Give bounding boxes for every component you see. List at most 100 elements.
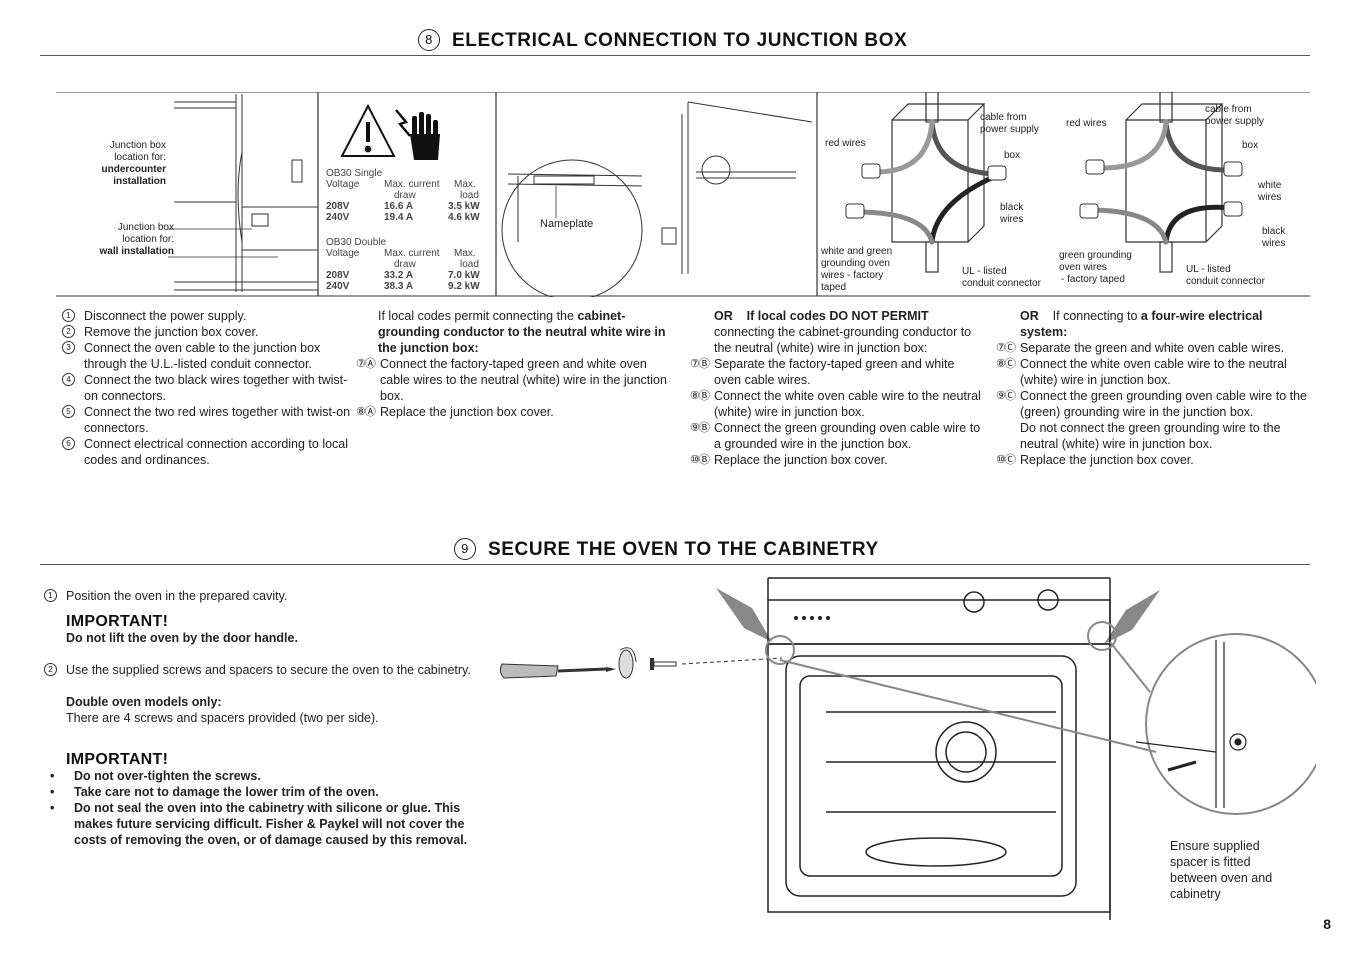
important-text-1: Do not lift the oven by the door handle. (66, 631, 298, 645)
spec-cell: 240V (326, 212, 350, 223)
wire-label-line: black (1000, 202, 1024, 213)
nameplate-label: Nameplate (540, 218, 594, 230)
col-b-intro-2: connecting the cabinet-grounding conduct… (714, 325, 972, 355)
bullet-item: Take care not to damage the lower trim o… (44, 784, 482, 800)
jb-location-wall: Junction box location for: wall installa… (86, 222, 174, 258)
col-a-intro-2: cabinet-grounding conductor to the neutr… (378, 309, 666, 355)
step-tag: ⑩Ⓑ (690, 454, 710, 466)
step-text: Connect the oven cable to the junction b… (84, 341, 321, 371)
col-c-step-9: ⑨Ⓒ Connect the green grounding oven cable… (996, 388, 1310, 420)
spacer-icon (618, 647, 637, 679)
step-number: 1 (44, 589, 57, 602)
wire-label-line: cable from (980, 112, 1027, 123)
box-label: box (1004, 150, 1021, 161)
spec-cell: 16.6 A (384, 201, 414, 212)
step-text: Remove the junction box cover. (84, 325, 259, 339)
spec-col: load (460, 190, 479, 201)
spec-row: 240V 38.3 A 9.2 kW (326, 281, 492, 292)
spec-cell: 208V (326, 201, 350, 212)
important-heading-1: IMPORTANT! (66, 613, 169, 630)
step-text: Connect the green grounding oven cable w… (714, 421, 981, 451)
important-heading-2: IMPORTANT! (66, 751, 169, 768)
spec-row: 240V 19.4 A 4.6 kW (326, 212, 492, 223)
step-tag: ⑧Ⓑ (690, 390, 710, 402)
wire-label-line: conduit connector (962, 278, 1041, 289)
spacer-note-line: spacer is fitted (1170, 855, 1251, 869)
step-text: Connect the two red wires together with … (84, 405, 351, 435)
box-label-2: box (1242, 140, 1259, 151)
step-text: Connect the two black wires together wit… (84, 373, 348, 403)
spec-header: Voltage Max. current Max. (326, 248, 492, 259)
spec-col: Max. (454, 179, 476, 190)
wire-label-line: wires (1262, 238, 1286, 249)
col-a-intro: If local codes permit connecting the cab… (356, 308, 668, 356)
wire-label-line: taped (821, 282, 847, 293)
step-number: 3 (62, 341, 75, 354)
spec-cell: 33.2 A (384, 270, 414, 281)
double-oven-text: There are 4 screws and spacers provided … (66, 711, 379, 725)
spec-model: OB30 Double (326, 237, 387, 248)
screwdriver-icon (499, 663, 616, 679)
spec-table-double: OB30 Double Voltage Max. current Max. dr… (326, 237, 492, 292)
important-bullets: Do not over-tighten the screws. Take car… (44, 768, 482, 848)
oven-drawing (499, 577, 1327, 920)
wire-label-line: white and green (821, 246, 893, 257)
spec-header: Voltage Max. current Max. (326, 179, 492, 190)
section-8-title-text: ELECTRICAL CONNECTION TO JUNCTION BOX (452, 30, 908, 51)
wire-label-line: cable from (1205, 104, 1252, 115)
wire-label-line: wires (1258, 192, 1282, 203)
spec-row: 208V 16.6 A 3.5 kW (326, 201, 492, 212)
jb-label-line: installation (113, 176, 166, 187)
step-number: 2 (44, 663, 57, 676)
wire-label-line: wires - factory (821, 270, 884, 281)
section-9-number: 9 (454, 538, 476, 560)
section-9-title: 9 SECURE THE OVEN TO THE CABINETRY (454, 538, 879, 561)
spec-col: draw (394, 190, 416, 201)
section-9-title-text: SECURE THE OVEN TO THE CABINETRY (488, 539, 879, 560)
wire-label-line: power supply (1205, 116, 1264, 127)
wire-label-line: white (1258, 180, 1282, 191)
wire-label-line: conduit connector (1186, 276, 1265, 287)
jb-label-line: wall installation (99, 246, 174, 257)
step-tag: ⑧Ⓐ (356, 406, 376, 418)
spec-cell: 9.2 kW (448, 281, 480, 292)
step-number: 1 (62, 309, 75, 322)
spec-cell: 4.6 kW (448, 212, 480, 223)
white-green-wires-label: white and green grounding oven wires - f… (821, 246, 892, 294)
spec-model: OB30 Single (326, 168, 383, 179)
section-8-divider (40, 55, 1310, 56)
spec-row: 208V 33.2 A 7.0 kW (326, 270, 492, 281)
step-tag: ⑨Ⓒ (996, 390, 1016, 402)
step-tag: ⑩Ⓒ (996, 454, 1016, 466)
page-number: 8 (1323, 916, 1331, 932)
spec-cell: 38.3 A (384, 281, 414, 292)
double-oven-title: Double oven models only: (66, 695, 222, 709)
step-text: Connect the green grounding oven cable w… (1020, 389, 1307, 419)
col-b-intro-1: If local codes DO NOT PERMIT (746, 309, 929, 323)
wire-label-line: power supply (980, 124, 1039, 135)
col-c-intro: OR If connecting to a four-wire electric… (996, 308, 1310, 340)
section-8-number: 8 (418, 29, 440, 51)
figure-strip: Junction box location for: undercounter … (56, 91, 1310, 301)
jb-label-line: location for: (114, 152, 166, 163)
spec-col: draw (394, 259, 416, 270)
green-grounding-label: green grounding oven wires - factory tap… (1059, 250, 1132, 286)
step-text: Separate the green and white oven cable … (1020, 341, 1285, 355)
column-a: If local codes permit connecting the cab… (356, 308, 668, 420)
spacer-note-line: cabinetry (1170, 887, 1221, 901)
spec-cell: 7.0 kW (448, 270, 480, 281)
oven-illustration: Ensure supplied spacer is fitted between… (496, 572, 1327, 922)
jb-label-line: Junction box (117, 222, 174, 233)
spec-col: Max. current (384, 179, 440, 190)
step-text: Connect the factory-taped green and whit… (380, 357, 667, 403)
